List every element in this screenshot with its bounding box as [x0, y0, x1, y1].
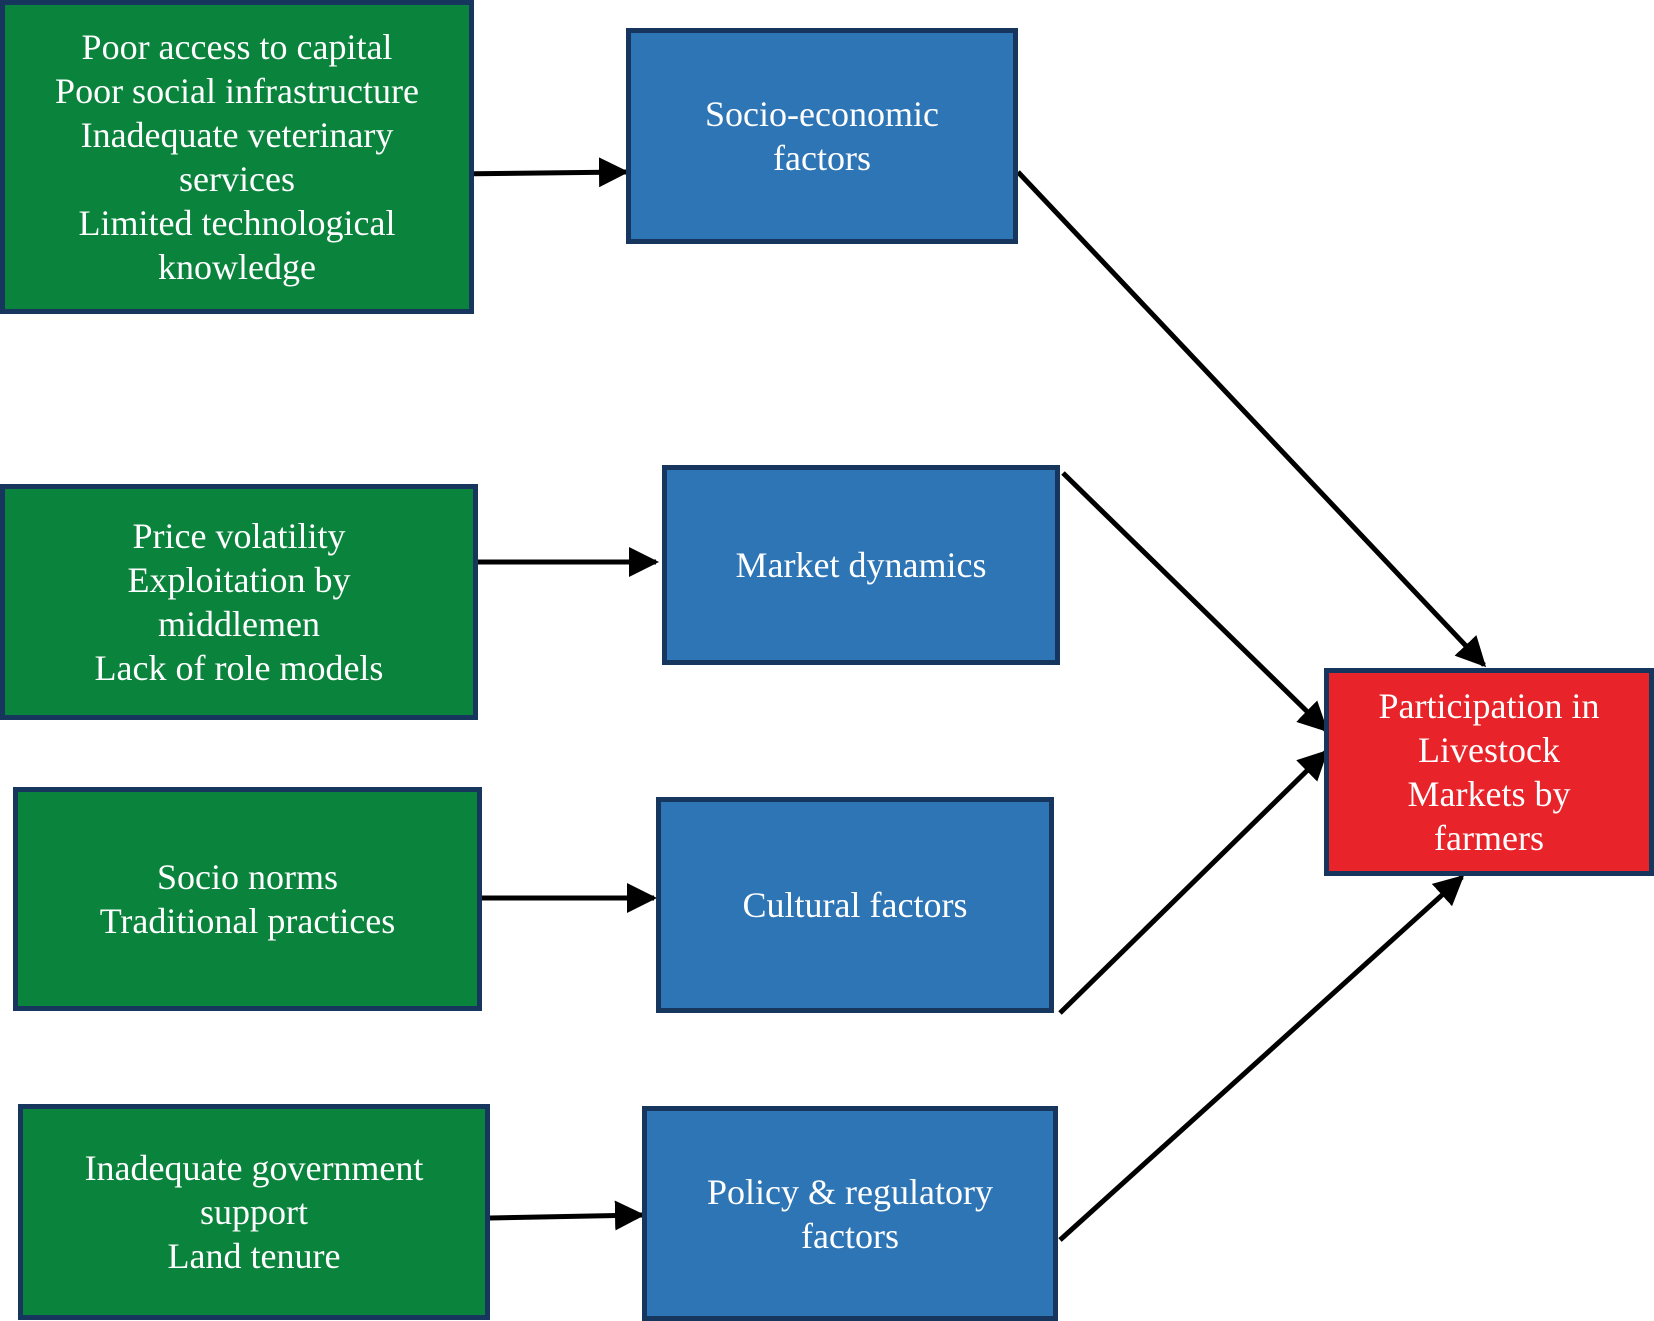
cause-text: knowledge: [158, 247, 316, 287]
cause-text: Inadequate government: [84, 1148, 424, 1188]
factor-text: Market dynamics: [735, 545, 987, 585]
outcome-text: Markets by: [1407, 774, 1571, 814]
outcome-box: Participation in Livestock Markets by fa…: [1324, 668, 1654, 876]
cause-text: Poor social infrastructure: [55, 71, 419, 111]
cause-box-cultural: Socio norms Traditional practices: [13, 787, 482, 1011]
outcome-text: Livestock: [1418, 730, 1560, 770]
cause-text: Socio norms: [156, 857, 338, 897]
factor-text: factors: [773, 138, 871, 178]
cause-text: Exploitation by: [127, 560, 351, 600]
cause-text: Price volatility: [132, 516, 346, 556]
arrow-socioeconomic-to-outcome: [1016, 170, 1487, 668]
cause-text: Poor access to capital: [81, 27, 393, 67]
arrow-government-to-policy: [489, 1200, 645, 1231]
cause-text: Inadequate veterinary: [80, 115, 394, 155]
arrow-policy-to-outcome: [1058, 874, 1465, 1242]
outcome-text: Participation in: [1378, 686, 1600, 726]
factor-box-market: Market dynamics: [662, 465, 1060, 665]
cause-text: Limited technological: [78, 203, 396, 243]
factor-box-policy: Policy & regulatory factors: [642, 1106, 1058, 1321]
outcome-text: farmers: [1434, 818, 1544, 858]
arrow-cultural-to-outcome: [1058, 749, 1329, 1015]
cause-text: middlemen: [158, 604, 320, 644]
arrow-market-to-outcome: [1061, 471, 1329, 733]
factor-box-cultural: Cultural factors: [656, 797, 1054, 1013]
cause-box-market: Price volatility Exploitation by middlem…: [0, 484, 478, 720]
cause-text: Lack of role models: [94, 648, 384, 688]
factor-text: factors: [801, 1215, 899, 1256]
arrow-capital-to-socioeconomic: [449, 157, 629, 188]
factor-box-socioeconomic: Socio-economic factors: [626, 28, 1018, 244]
cause-text: support: [200, 1192, 308, 1232]
cause-box-policy: Inadequate government support Land tenur…: [18, 1104, 490, 1320]
cause-text: Traditional practices: [99, 901, 396, 941]
cause-text: services: [179, 159, 295, 199]
factor-text: Policy & regulatory: [707, 1171, 993, 1212]
cause-text: Land tenure: [167, 1236, 341, 1276]
cause-box-socioeconomic: Poor access to capital Poor social infra…: [0, 0, 474, 314]
factor-text: Cultural factors: [742, 885, 968, 925]
factor-text: Socio-economic: [705, 94, 939, 134]
